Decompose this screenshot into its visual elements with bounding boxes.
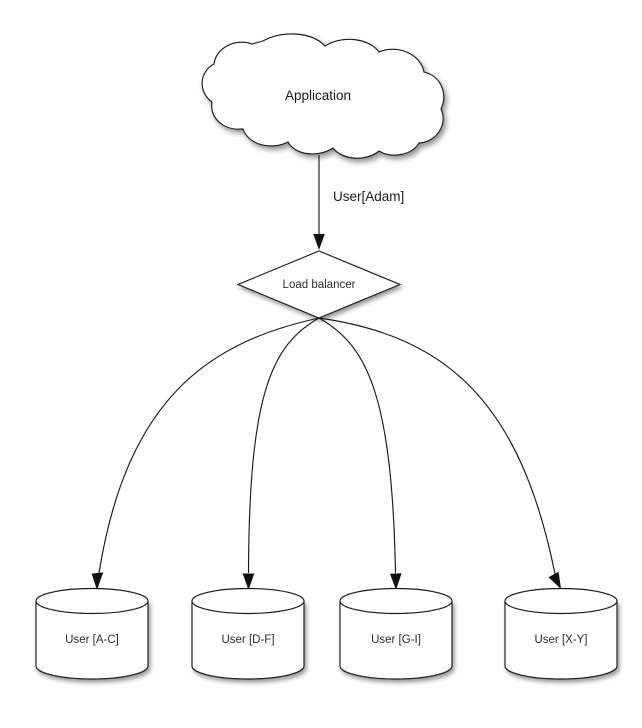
edge-balancer-to-shard-3-curve <box>318 317 556 575</box>
cylinder-shard-2-body <box>339 600 453 680</box>
cylinder-shard-3-label: User [X-Y] <box>534 634 587 646</box>
diamond-load-balancer-label: Load balancer <box>283 279 356 291</box>
edge-balancer-to-shard-2 <box>318 317 402 590</box>
edge-balancer-to-shard-0-arrowhead <box>91 572 104 590</box>
cylinder-shard-0[interactable]: User [A-C] <box>35 587 149 680</box>
cylinder-shard-0-top <box>35 587 149 615</box>
cylinder-shard-1-top <box>191 587 305 615</box>
cylinder-shard-2[interactable]: User [G-I] <box>339 587 453 680</box>
cylinder-shard-3[interactable]: User [X-Y] <box>504 587 618 680</box>
edge-balancer-to-shard-3-arrowhead <box>548 571 561 589</box>
edge-application-to-balancer <box>313 155 325 250</box>
cylinder-shard-0-body <box>35 600 149 680</box>
diamond-load-balancer[interactable]: Load balancer <box>236 250 402 319</box>
edge-balancer-to-shard-1 <box>242 317 320 590</box>
edge-balancer-to-shard-1-curve <box>247 317 320 574</box>
edge-balancer-to-shard-3 <box>318 317 561 589</box>
cylinder-shard-3-top <box>504 587 618 615</box>
edge-user-adam-label: User[Adam] <box>333 189 404 204</box>
edge-balancer-to-shard-2-arrowhead <box>390 573 402 590</box>
cloud-application-label: Application <box>285 88 351 103</box>
edge-balancer-to-shard-0 <box>91 317 320 590</box>
edge-balancer-to-shard-1-arrowhead <box>242 573 255 590</box>
cylinder-shard-1-body <box>191 600 305 680</box>
edge-balancer-to-shard-2-curve <box>318 317 397 574</box>
cylinder-shard-2-top <box>339 587 453 615</box>
cloud-application[interactable]: Application <box>201 33 445 159</box>
edge-application-to-balancer-arrowhead <box>313 234 325 250</box>
cylinder-shard-1-label: User [D-F] <box>221 634 274 646</box>
cylinder-shard-1[interactable]: User [D-F] <box>191 587 305 680</box>
cylinder-shard-2-label: User [G-I] <box>371 634 421 646</box>
cylinder-shard-0-label: User [A-C] <box>65 634 119 646</box>
cylinder-shard-3-body <box>504 600 618 680</box>
edge-balancer-to-shard-0-curve <box>98 317 320 574</box>
